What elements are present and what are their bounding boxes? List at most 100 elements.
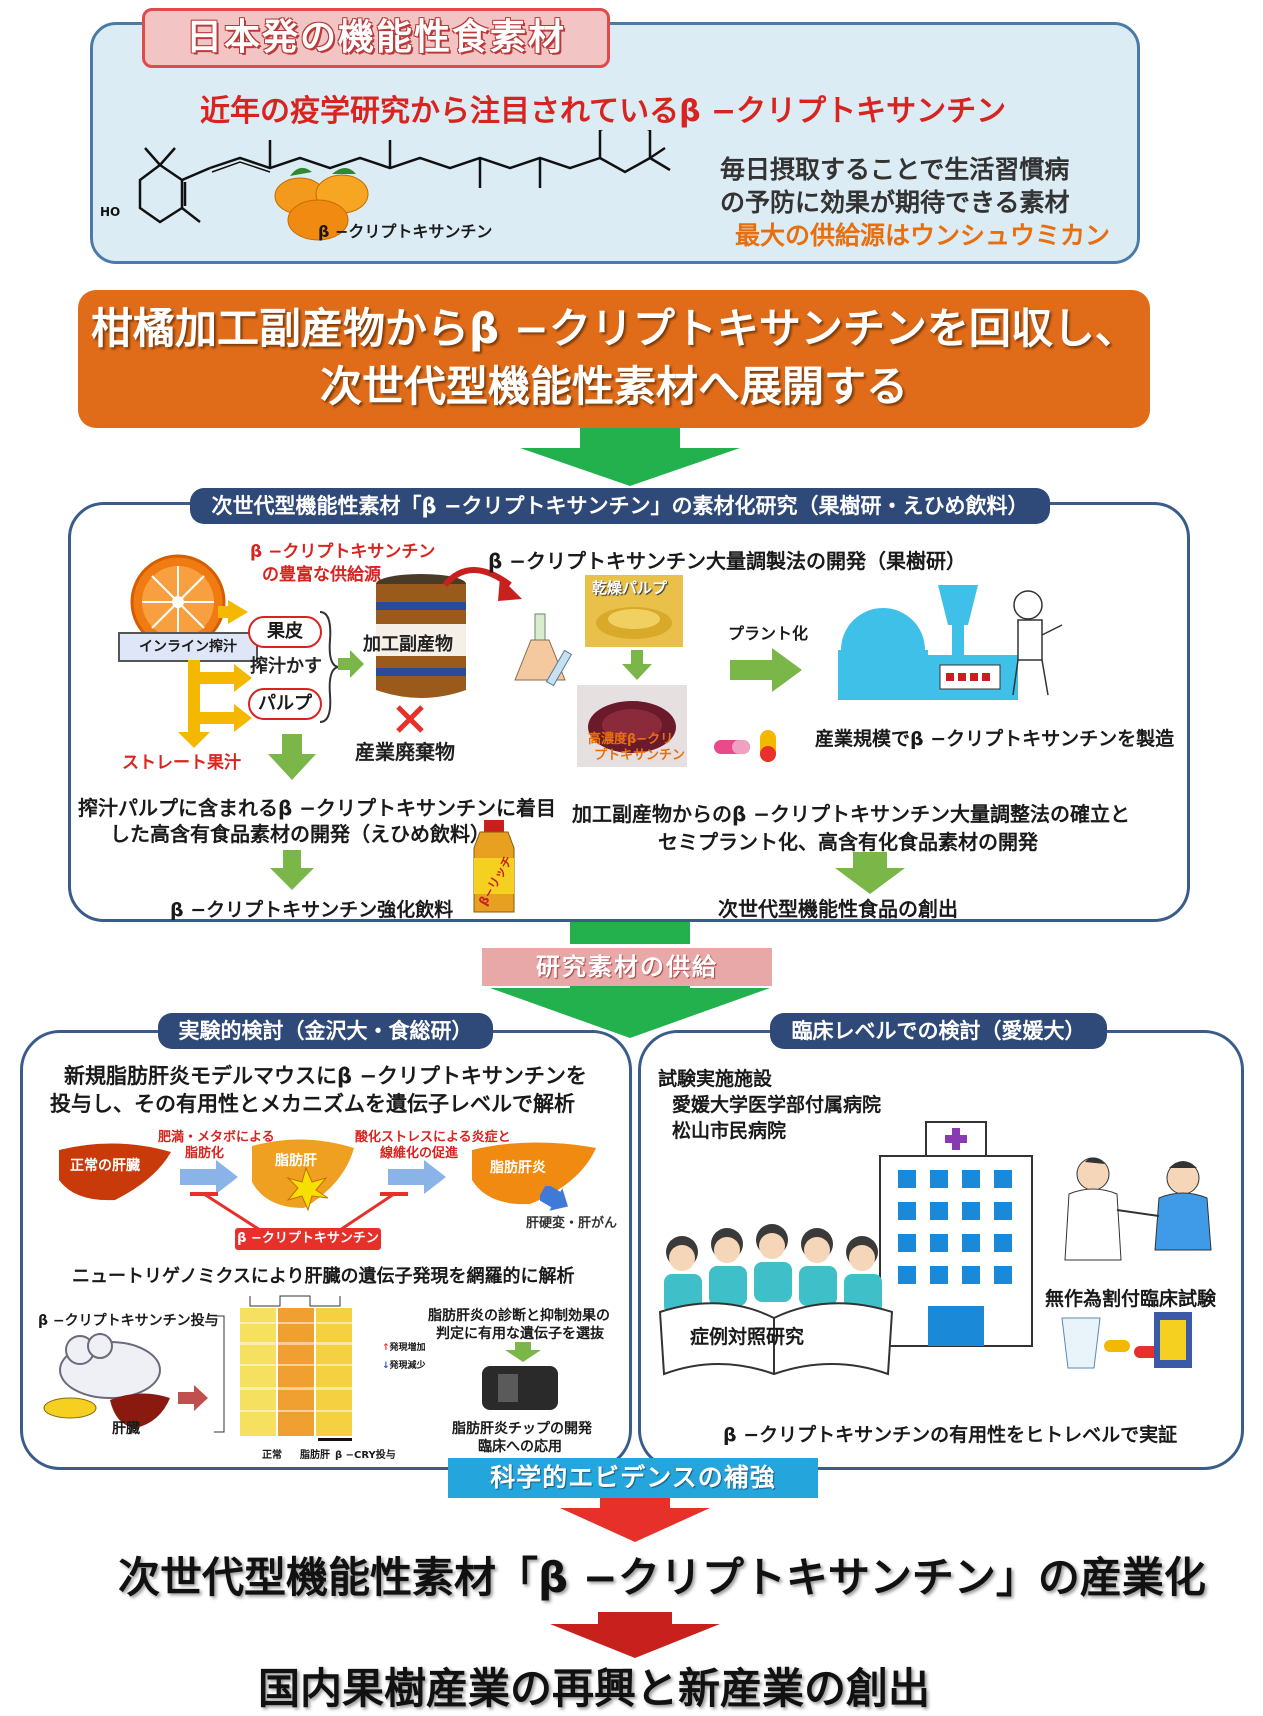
legend-up: ↑発現増加 [382, 1343, 426, 1353]
supply-band: 研究素材の供給 [482, 948, 772, 986]
straight-juice-label: ストレート果汁 [122, 753, 241, 773]
doctor-patient-icon [1064, 1157, 1212, 1261]
arrow-to-concentrate [622, 650, 652, 680]
arrow2-line1: 酸化ストレスによる炎症と [355, 1130, 511, 1145]
inhibition-lines [190, 1192, 408, 1232]
green-arrow-1 [520, 428, 740, 486]
evidence-band: 科学的エビデンスの補強 [448, 1458, 818, 1498]
experiment-tab: 実験的検討（金沢大・食総研） [158, 1013, 493, 1049]
arrow1-line1: 肥満・メタボによる [158, 1130, 275, 1145]
juice-flow-arrows [178, 600, 252, 748]
nash-label: 脂肪肝炎 [490, 1160, 546, 1176]
byproduct-label: 加工副産物 [363, 634, 453, 655]
concentrate-line1: 高濃度β−クリ [588, 732, 674, 747]
col-normal: 正常 [262, 1450, 282, 1461]
intro-tab: 日本発の機能性食素材 [142, 8, 610, 68]
case-control-label: 症例対照研究 [690, 1326, 805, 1348]
dose-label: β −クリプトキサンチン投与 [38, 1313, 219, 1329]
arrow2-line2: 線維化の促進 [380, 1146, 459, 1161]
chip-line2: 臨床への応用 [478, 1439, 562, 1455]
drink-label: β −クリプトキサンチン強化飲料 [170, 899, 454, 921]
experiment-line2: 投与し、その有用性とメカニズムを遺伝子レベルで解析 [50, 1092, 575, 1116]
molecule-diagram: HO [100, 130, 671, 224]
industrialization-label: 次世代型機能性素材「β −クリプトキサンチン」の産業化 [118, 1553, 1206, 1602]
arrow-to-barrel [338, 650, 364, 678]
arrow-to-chip [505, 1342, 541, 1362]
mandarin-oranges-icon [274, 167, 369, 241]
fatty-liver-label: 脂肪肝 [275, 1153, 317, 1169]
red-arrow-2 [550, 1612, 720, 1658]
peel-pill: 果皮 [248, 616, 322, 648]
liver-label: 肝臓 [112, 1421, 140, 1437]
cross-icon [396, 705, 424, 733]
barrel-icon [366, 574, 476, 698]
normal-liver-icon [59, 1143, 171, 1201]
normal-liver-label: 正常の肝臓 [70, 1158, 140, 1174]
pulp-pill: パルプ [248, 688, 322, 720]
red-arrow-1 [560, 1498, 710, 1542]
brace-icon [319, 611, 339, 723]
goal-line2: 次世代型機能性素材へ展開する [319, 362, 908, 411]
hospital2-label: 松山市民病院 [672, 1120, 787, 1142]
col-cry: β −CRY投与 [335, 1450, 396, 1461]
concentrate-line2: プトキサンチン [594, 748, 686, 763]
supplements-icon [1061, 1312, 1192, 1369]
mouse-icon [43, 1333, 170, 1428]
method-result-line1: 加工副産物からのβ −クリプトキサンチン大量調整法の確立と [572, 802, 1131, 826]
bcry-inhibitor-label: β −クリプトキサンチン [235, 1228, 381, 1250]
facility-label: 試験実施施設 [658, 1068, 773, 1090]
arrow-to-ehime [268, 734, 316, 780]
case-control-people-icon [658, 1224, 894, 1376]
arrow1-line2: 脂肪化 [185, 1146, 225, 1161]
rct-label: 無作為割付臨床試験 [1045, 1288, 1217, 1310]
cirrhosis-label: 肝硬変・肝がん [526, 1216, 618, 1231]
method-result-line2: セミプラント化、高含有化食品素材の開発 [658, 830, 1038, 854]
arrow-to-plant [730, 648, 802, 692]
intro-headline: 近年の疫学研究から注目されているβ −クリプトキサンチン [200, 94, 1007, 129]
lab-flask-icon [514, 613, 573, 687]
fatty-liver-icon [252, 1139, 354, 1212]
hospital1-label: 愛媛大学医学部付属病院 [672, 1094, 882, 1116]
experiment-line1: 新規脂肪肝炎モデルマウスにβ −クリプトキサンチンを [64, 1064, 587, 1088]
goal-line1: 柑橘加工副産物からβ −クリプトキサンチンを回収し、 [91, 304, 1137, 353]
method-title: β −クリプトキサンチン大量調製法の開発（果樹研） [488, 549, 967, 573]
green-arrow-2 [490, 922, 770, 1038]
industrial-label: 産業規模でβ −クリプトキサンチンを製造 [815, 728, 1175, 750]
nash-liver-icon [472, 1142, 596, 1205]
red-curved-arrow [442, 567, 522, 601]
molecule-label: β −クリプトキサンチン [318, 222, 493, 241]
arrow-to-food [835, 852, 905, 894]
arrow-nash [388, 1160, 446, 1194]
concentrate-photo [577, 685, 687, 767]
drink-bottle-icon [473, 820, 515, 913]
proof-label: β −クリプトキサンチンの有用性をヒトレベルで実証 [723, 1424, 1178, 1446]
arrow-cirrhosis [540, 1186, 568, 1211]
intro-desc-line3: 最大の供給源はウンシュウミカン [735, 221, 1111, 250]
press-cake-label: 搾汁かす [250, 656, 322, 677]
clinical-tab: 臨床レベルでの検討（愛媛大） [770, 1013, 1107, 1049]
intro-desc-line1: 毎日摂取することで生活習慣病 [720, 155, 1070, 184]
arrow-fatty [180, 1160, 238, 1194]
select-line1: 脂肪肝炎の診断と抑制効果の [428, 1308, 610, 1324]
waste-label: 産業廃棄物 [355, 740, 455, 764]
capsules-icon [714, 730, 776, 762]
factory-icon [838, 585, 1063, 700]
ehime-line1: 搾汁パルプに含まれるβ −クリプトキサンチンに着目 [78, 796, 557, 820]
revival-label: 国内果樹産業の再興と新産業の創出 [258, 1664, 931, 1713]
goal-banner: 柑橘加工副産物からβ −クリプトキサンチンを回収し、 次世代型機能性素材へ展開す… [78, 290, 1150, 428]
food-label: 次世代型機能性食品の創出 [718, 897, 958, 921]
select-line2: 判定に有用な遺伝子を選抜 [436, 1326, 604, 1342]
gene-chip-icon [482, 1366, 558, 1410]
gene-heatmap [214, 1295, 352, 1441]
source-line2: の豊富な供給源 [262, 565, 381, 585]
research-tab: 次世代型機能性素材「β −クリプトキサンチン」の素材化研究（果樹研・えひめ飲料） [190, 488, 1050, 524]
inline-press-label: インライン搾汁 [118, 632, 258, 662]
dried-pulp-label: 乾燥パルプ [592, 579, 668, 597]
intro-desc-line2: の予防に効果が期待できる素材 [720, 188, 1070, 217]
arrow-to-drink [270, 850, 314, 890]
arrow-to-heatmap [178, 1385, 208, 1411]
col-fatty: 脂肪肝 [300, 1450, 330, 1461]
nutrigenomics-label: ニュートリゲノミクスにより肝臓の遺伝子発現を網羅的に解析 [72, 1266, 575, 1287]
source-line1: β −クリプトキサンチン [250, 542, 436, 562]
legend-down: ↓発現減少 [382, 1361, 426, 1371]
